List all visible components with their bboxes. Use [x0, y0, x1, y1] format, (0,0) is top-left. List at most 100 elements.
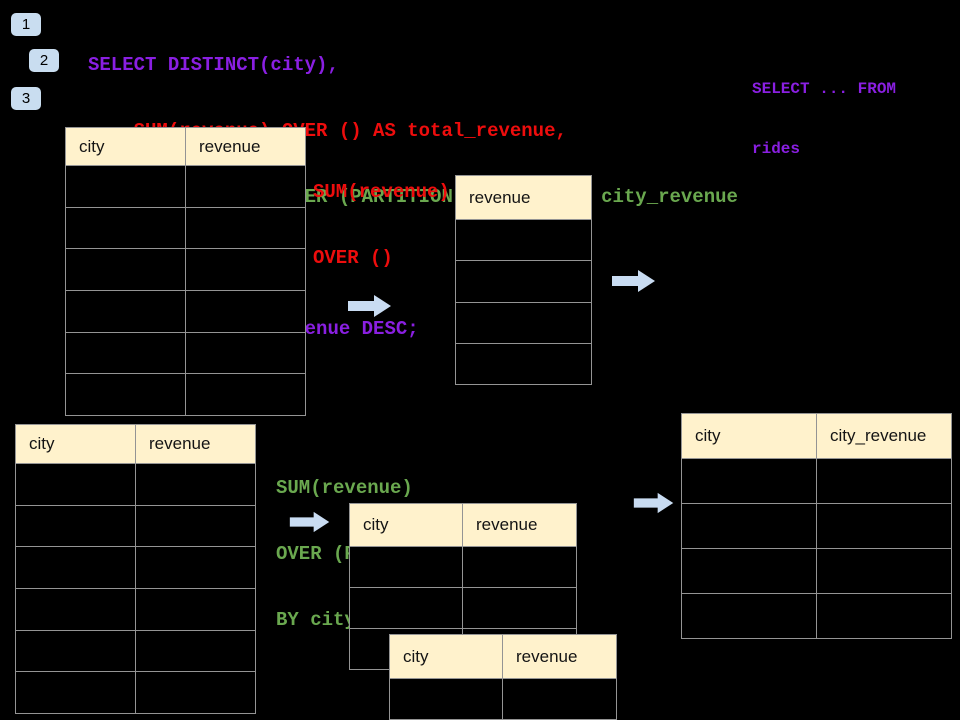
table-row	[682, 548, 951, 593]
table-row	[66, 331, 305, 374]
table-row	[66, 206, 305, 249]
column-header-revenue: revenue	[516, 646, 578, 666]
table-cell-empty	[136, 546, 255, 589]
table-cell-empty	[463, 546, 576, 587]
table-cell-empty	[456, 342, 591, 385]
table-cell-empty	[136, 588, 255, 630]
table-cell-empty	[186, 331, 305, 374]
table-row	[16, 671, 255, 714]
table-cell-empty	[817, 458, 951, 503]
column-header-revenue: revenue	[469, 187, 531, 207]
arrow-right-icon	[633, 492, 674, 514]
table-row	[66, 290, 305, 332]
table-cell-empty	[16, 546, 136, 589]
annotation-total-line-2: OVER ()	[313, 247, 393, 269]
table-cell-empty	[66, 331, 186, 374]
table-row	[16, 629, 255, 672]
table-row	[456, 260, 591, 302]
annotation-total-line-1: SUM(revenue)	[313, 181, 450, 203]
table-row	[350, 546, 576, 587]
table-cell-empty	[186, 290, 305, 332]
table-cell-empty	[136, 463, 255, 505]
table-cell-empty	[66, 165, 186, 207]
side-code-block: SELECT ... FROM rides	[752, 39, 896, 199]
table-cell-empty	[66, 373, 186, 416]
table-cell-empty	[817, 548, 951, 593]
table-cell-empty	[16, 504, 136, 547]
sql-line-select: SELECT DISTINCT(city),	[88, 54, 339, 76]
table-header-row: city city_revenue	[682, 414, 951, 458]
step-badge-2: 2	[29, 49, 59, 72]
side-code-line-2: rides	[752, 140, 801, 158]
table-cell-empty	[16, 463, 136, 505]
table-cell-empty	[66, 290, 186, 332]
arrow-right-icon	[612, 270, 655, 292]
table-row	[66, 165, 305, 207]
table-cell-empty	[66, 206, 186, 249]
column-header-revenue: revenue	[199, 136, 261, 156]
table-row	[16, 504, 255, 547]
table-cell-empty	[16, 588, 136, 630]
table-cell-empty	[136, 504, 255, 547]
table-cell-empty	[463, 587, 576, 628]
annotation-total-revenue: SUM(revenue) OVER ()	[313, 137, 450, 313]
table-cell-empty	[16, 629, 136, 672]
table-header-row: city revenue	[16, 425, 255, 463]
annotation-partition-line-1: SUM(revenue)	[276, 477, 413, 499]
arrow-right-icon	[289, 511, 330, 533]
arrow-right-icon	[348, 295, 391, 317]
table-cell-empty	[817, 593, 951, 638]
table-cell-empty	[136, 629, 255, 672]
table-cell-empty	[503, 678, 616, 719]
side-code-line-1: SELECT ... FROM	[752, 80, 897, 98]
table-cell-empty	[350, 587, 463, 628]
table-header-row: revenue	[456, 176, 591, 219]
table-cell-empty	[456, 301, 591, 343]
table-row	[456, 342, 591, 385]
table-row	[682, 593, 951, 638]
step-badge-1: 1	[11, 13, 41, 36]
table-cell-empty	[186, 248, 305, 291]
table-cell-empty	[682, 548, 817, 593]
table-cell-empty	[682, 458, 817, 503]
table-cell-empty	[66, 248, 186, 291]
table-row	[682, 503, 951, 548]
table-row	[16, 588, 255, 630]
column-header-city: city	[16, 425, 136, 463]
table-header-row: city revenue	[390, 635, 616, 678]
table-cell-empty	[456, 260, 591, 302]
table-row	[682, 458, 951, 503]
table-row	[456, 301, 591, 343]
table-result: city city_revenue	[681, 413, 952, 639]
column-header-city: city	[390, 635, 503, 678]
column-header-city: city	[66, 128, 186, 165]
table-row	[350, 587, 576, 628]
table-cell-empty	[390, 678, 503, 719]
table-cell-empty	[16, 671, 136, 714]
column-header-city: city	[350, 504, 463, 546]
table-row	[390, 678, 616, 719]
table-header-row: city revenue	[66, 128, 305, 165]
table-total-revenue: revenue	[455, 175, 592, 386]
table-cell-empty	[682, 503, 817, 548]
table-row	[66, 373, 305, 416]
table-row	[456, 219, 591, 261]
table-source-top: city revenue	[65, 127, 306, 417]
column-header-city: city	[682, 414, 817, 458]
table-cell-empty	[186, 206, 305, 249]
column-header-city-revenue: city_revenue	[830, 426, 927, 445]
table-cell-empty	[186, 373, 305, 416]
column-header-revenue: revenue	[149, 434, 211, 453]
table-source-bottom: city revenue	[15, 424, 256, 715]
step-badge-3: 3	[11, 87, 41, 110]
table-cell-empty	[136, 671, 255, 714]
table-row	[16, 546, 255, 589]
table-cell-empty	[350, 546, 463, 587]
table-cell-empty	[456, 219, 591, 261]
table-row	[66, 248, 305, 291]
column-header-revenue: revenue	[476, 515, 538, 534]
table-row	[16, 463, 255, 505]
table-cell-empty	[817, 503, 951, 548]
table-partition-b: city revenue	[389, 634, 617, 720]
